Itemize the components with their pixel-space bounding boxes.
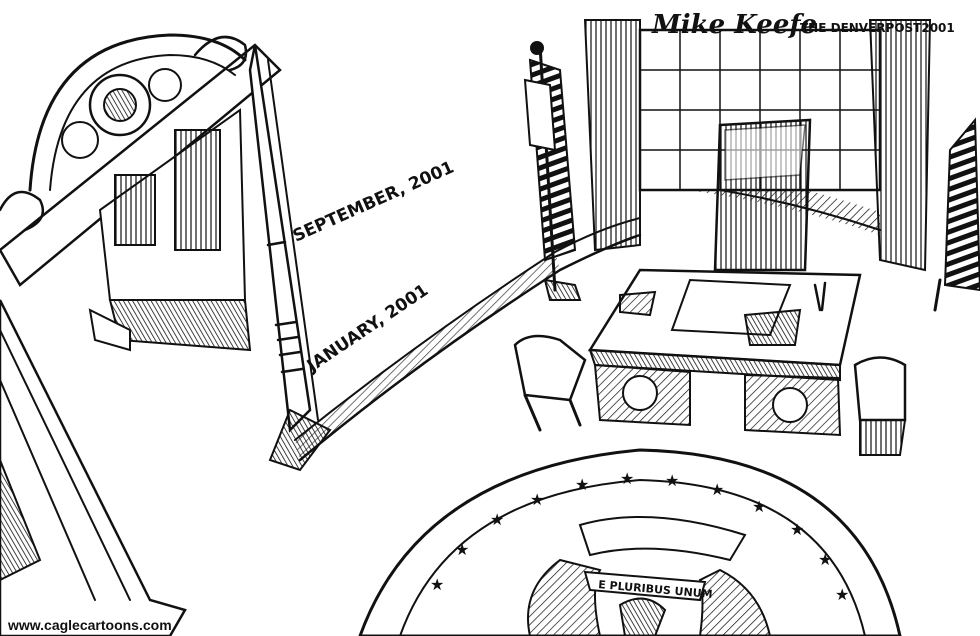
- artist-signature: Mike Keefe: [651, 10, 817, 40]
- resolute-desk: [587, 268, 862, 437]
- doorway-frame: [0, 43, 332, 636]
- svg-text:★: ★: [620, 469, 634, 488]
- svg-text:★: ★: [430, 575, 444, 594]
- svg-text:★: ★: [818, 550, 832, 569]
- svg-text:★: ★: [490, 510, 504, 529]
- svg-text:★: ★: [455, 540, 469, 559]
- svg-text:★: ★: [752, 497, 766, 516]
- svg-text:★: ★: [835, 585, 849, 604]
- ornate-arch: [0, 33, 248, 232]
- side-chairs: [513, 334, 907, 456]
- height-mark-upper: SEPTEMBER, 2001: [290, 157, 457, 246]
- svg-text:★: ★: [575, 475, 589, 494]
- flag-icon: [523, 41, 582, 301]
- svg-text:★: ★: [710, 480, 724, 499]
- height-tick-marks: [266, 240, 304, 374]
- eagle-seal-icon: ★ ★ ★ ★ ★ ★ ★ ★ ★ ★ ★ ★: [358, 448, 902, 636]
- svg-text:★: ★: [790, 520, 804, 539]
- svg-text:★: ★: [665, 471, 679, 490]
- website-credit: www.caglecartoons.com: [7, 617, 172, 633]
- presidential-chair-icon: [713, 118, 812, 272]
- publication-credit: THE DENVERPOST2001: [800, 21, 955, 35]
- svg-text:★: ★: [530, 490, 544, 509]
- right-flag-icon: [933, 117, 980, 312]
- hallway-view: [88, 108, 252, 352]
